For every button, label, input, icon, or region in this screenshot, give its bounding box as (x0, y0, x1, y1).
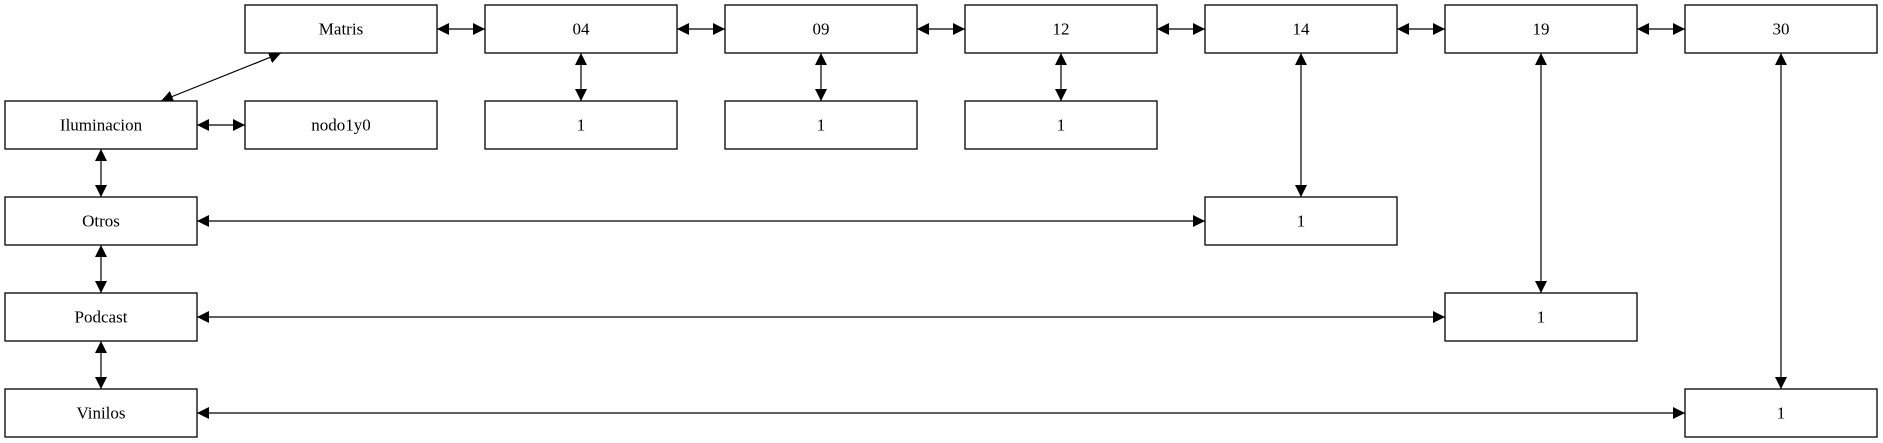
node-c09: 09 (724, 4, 918, 54)
node-box (1684, 388, 1878, 438)
node-box (964, 4, 1158, 54)
node-nodo1y0: nodo1y0 (244, 100, 438, 150)
node-box (724, 4, 918, 54)
bidirectional-link (160, 51, 282, 103)
node-v04: 1 (484, 100, 678, 150)
node-v19: 1 (1444, 292, 1638, 342)
node-box (244, 4, 438, 54)
node-label: nodo1y0 (311, 116, 371, 135)
node-v30: 1 (1684, 388, 1878, 438)
node-box (4, 292, 198, 342)
node-matris: Matris (244, 4, 438, 54)
node-label: Podcast (75, 308, 128, 327)
node-label: Iluminacion (60, 116, 143, 135)
node-box (484, 100, 678, 150)
node-box (244, 100, 438, 150)
node-box (1684, 4, 1878, 54)
node-label: Vinilos (76, 404, 125, 423)
node-box (484, 4, 678, 54)
node-label: 1 (1777, 404, 1786, 423)
node-vinilos: Vinilos (4, 388, 198, 438)
node-label: 1 (577, 116, 586, 135)
node-otros: Otros (4, 196, 198, 246)
node-label: 12 (1053, 20, 1070, 39)
node-box (964, 100, 1158, 150)
node-box (1204, 4, 1398, 54)
node-v12: 1 (964, 100, 1158, 150)
node-label: 19 (1533, 20, 1550, 39)
node-iluminacion: Iluminacion (4, 100, 198, 150)
node-box (4, 100, 198, 150)
node-c19: 19 (1444, 4, 1638, 54)
node-c14: 14 (1204, 4, 1398, 54)
node-label: 30 (1773, 20, 1790, 39)
edges-layer (95, 23, 1787, 419)
node-v09: 1 (724, 100, 918, 150)
node-label: 09 (813, 20, 830, 39)
node-v14: 1 (1204, 196, 1398, 246)
node-label: Matris (319, 20, 363, 39)
node-c30: 30 (1684, 4, 1878, 54)
edge-matris-iluminacion (160, 51, 282, 103)
node-c04: 04 (484, 4, 678, 54)
node-box (1204, 196, 1398, 246)
node-box (1444, 4, 1638, 54)
node-label: 1 (1057, 116, 1066, 135)
node-podcast: Podcast (4, 292, 198, 342)
node-label: 14 (1293, 20, 1311, 39)
node-box (4, 196, 198, 246)
node-c12: 12 (964, 4, 1158, 54)
node-label: 04 (573, 20, 591, 39)
node-label: 1 (1537, 308, 1546, 327)
node-box (4, 388, 198, 438)
node-box (724, 100, 918, 150)
node-label: 1 (817, 116, 826, 135)
node-label: 1 (1297, 212, 1306, 231)
node-label: Otros (82, 212, 120, 231)
node-box (1444, 292, 1638, 342)
